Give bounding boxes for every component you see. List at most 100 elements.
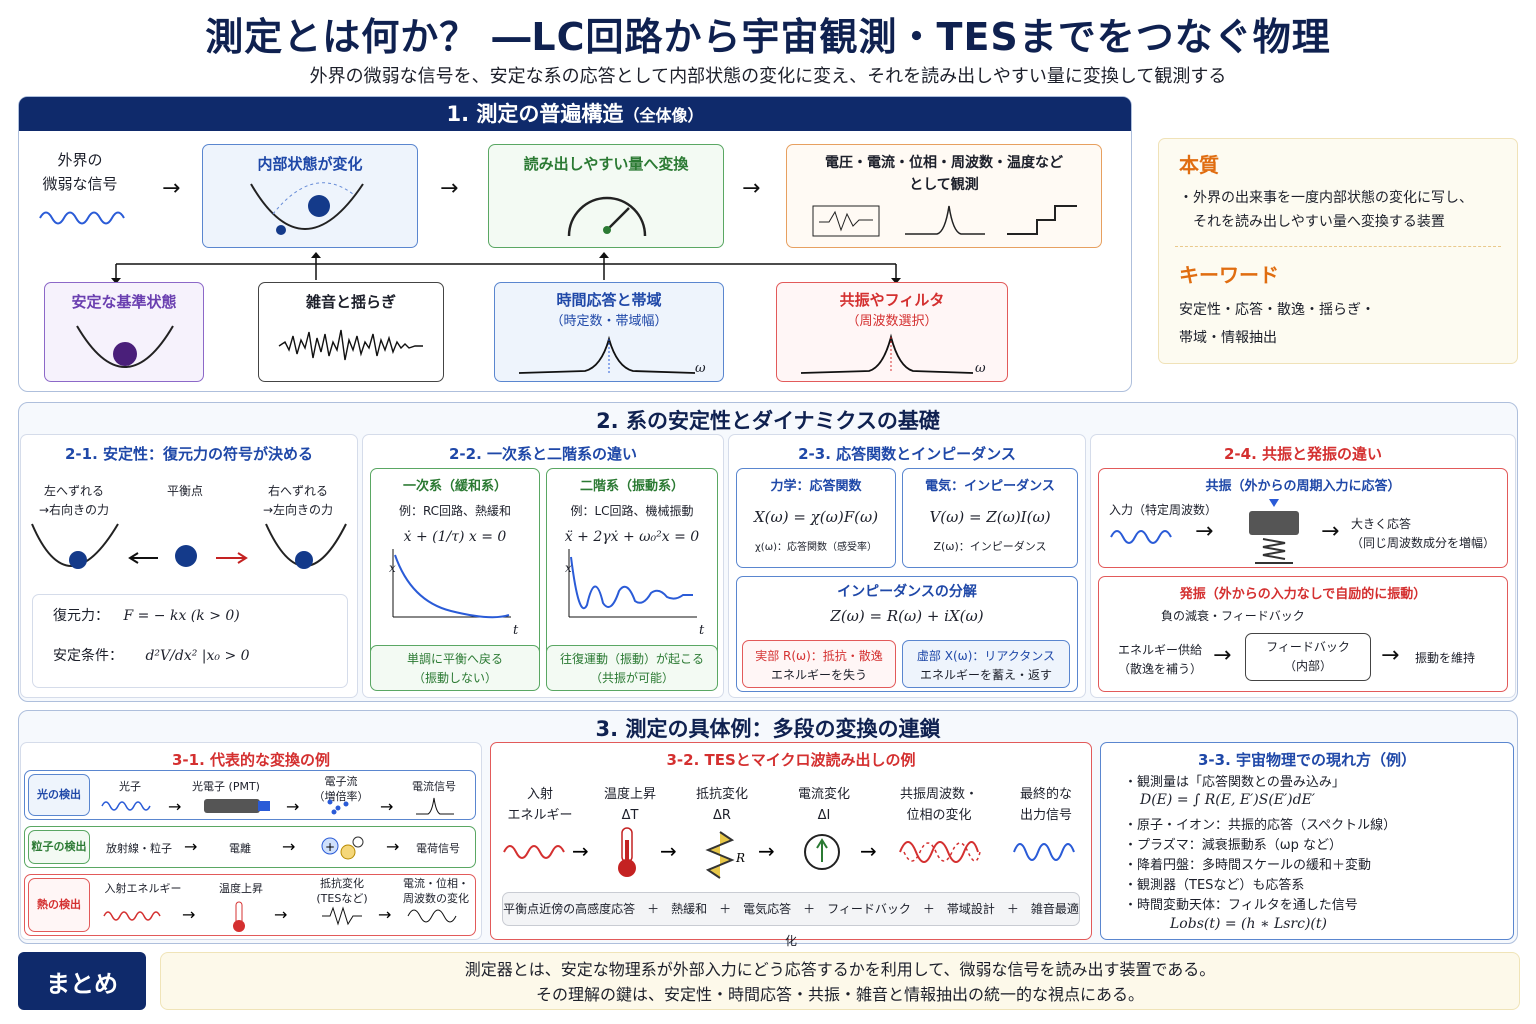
astro-item-5: ・降着円盤：多時間スケールの緩和＋変動: [1124, 858, 1372, 873]
gauge-icon: [567, 196, 647, 237]
heat-step-2: 温度上昇: [219, 882, 263, 895]
resonance-filter-sub: （周波数選択）: [846, 314, 938, 329]
elec-note: Z(ω)：インピーダンス: [933, 540, 1047, 553]
section-1-title: 1. 測定の普遍構造: [446, 102, 624, 126]
time-response-label: 時間応答と帯域: [556, 291, 662, 309]
noise-wave-icon: [278, 329, 423, 361]
first-order-box: 一次系（緩和系） 例：RC回路、熱緩和 ẋ + (1/τ) x = 0 x t …: [370, 468, 540, 691]
section-3-title: 3. 測定の具体例：多段の変換の連鎖: [595, 717, 941, 741]
page-subtitle: 外界の微弱な信号を、安定な系の応答として内部状態の変化に変え、それを読み出しやす…: [309, 66, 1227, 87]
osc-arrow-1: →: [1213, 643, 1232, 668]
stability-diagram: [31, 523, 347, 569]
osc-arrow-2: →: [1381, 643, 1400, 668]
cond-eq: d²V/dx² |x₀ > 0: [145, 648, 250, 664]
heat-label: 熱の検出: [28, 878, 90, 932]
tes-step-3: 抵抗変化 ΔR: [695, 787, 748, 823]
svg-text:→: →: [286, 797, 299, 816]
order-title: 2-2. 一次系と二階系の違い: [448, 445, 638, 463]
omega-label-1: ω: [695, 361, 706, 376]
svg-text:→: →: [572, 839, 589, 863]
section-1-connectors: [111, 252, 901, 284]
input-wave-icon: [39, 211, 125, 225]
keywords-text: 安定性・応答・散逸・揺らぎ・ 帯域・情報抽出: [1179, 302, 1375, 346]
essence-text: ・外界の出来事を一度内部状態の変化に写し、 それを読み出しやすい量へ変換する装置: [1179, 190, 1473, 230]
tes-step-2: 温度上昇 ΔT: [603, 787, 656, 823]
real-title: 実部 R(ω)：抵抗・散逸: [755, 649, 883, 663]
svg-text:→: →: [380, 797, 393, 816]
imag-note: エネルギーを蓄え・返す: [919, 668, 1052, 682]
light-label: 光の検出: [28, 774, 90, 816]
heat-row-icons: →→→: [103, 901, 457, 932]
mech-eq: X(ω) = χ(ω)F(ω): [753, 508, 879, 526]
tes-footer: 平衡点近傍の高感度応答 ＋ 熱緩和 ＋ 電気応答 ＋ フィードバック ＋ 帯域設…: [502, 892, 1080, 948]
input-signal-label: 外界の 微弱な信号: [42, 151, 118, 193]
first-t-label: t: [513, 623, 519, 638]
response-title: 2-3. 応答関数とインピーダンス: [798, 445, 1016, 463]
oscillation-title: 発振（外からの入力なしで自励的に振動）: [1179, 587, 1427, 602]
decomp-eq: Z(ω) = R(ω) + iX(ω): [830, 607, 984, 625]
oscillation-sub: 負の減衰・フィードバック: [1161, 609, 1305, 623]
essence-title: 本質: [1179, 153, 1219, 177]
second-order-note: 往復運動（振動）が起こる （共振が可能）: [559, 652, 704, 685]
res-osc-title: 2-4. 共振と発振の違い: [1223, 445, 1383, 463]
astro-item-6: ・観測器（TESなど）も応答系: [1124, 878, 1305, 893]
svg-text:→: →: [274, 905, 287, 924]
restore-row: 復元力： F = − kx (k > 0): [53, 605, 347, 625]
omega-label-2: ω: [975, 361, 986, 376]
keywords-title: キーワード: [1179, 263, 1279, 287]
elec-eq: V(ω) = Z(ω)I(ω): [929, 508, 1051, 526]
bandwidth-curve-icon: [518, 335, 696, 374]
resonance-title: 共振（外からの周期入力に応答）: [1205, 479, 1401, 494]
oscillation-box: 発振（外からの入力なしで自励的に振動） 負の減衰・フィードバック エネルギー供給…: [1098, 576, 1508, 692]
stable-ball-icon: [76, 325, 174, 368]
decomp-title: インピーダンスの分解: [837, 584, 977, 600]
spring-mass-icon: [1249, 499, 1299, 564]
section-2-title: 2. 系の安定性とダイナミクスの基礎: [596, 409, 940, 433]
second-order-box: 二階系（振動系） 例：LC回路、機械振動 ẍ + 2γẋ + ω₀²x = 0 …: [546, 468, 718, 691]
light-row-icons: → → →: [101, 797, 454, 816]
res-input-wave: [1110, 530, 1172, 544]
essence-panel: 本質 ・外界の出来事を一度内部状態の変化に写し、 それを読み出しやすい量へ変換す…: [1158, 138, 1518, 364]
tes-step-4: 電流変化 ΔI: [797, 787, 850, 823]
resistor-R-label: R: [735, 851, 745, 865]
heat-step-4: 電流・位相・ 周波数の変化: [403, 877, 469, 905]
osc-input-label: エネルギー供給 （散逸を補う）: [1117, 643, 1202, 676]
equilibrium-label: 平衡点: [166, 484, 203, 498]
observe-signals-icon: [812, 205, 1077, 237]
light-step-1: 光子: [119, 780, 141, 793]
stability-title: 2-1. 安定性：復元力の符号が決める: [64, 445, 314, 463]
cond-label: 安定条件：: [53, 648, 123, 664]
arrow-1: →: [162, 176, 181, 201]
first-x-label: x: [389, 561, 396, 575]
resonance-filter-label: 共振やフィルタ: [839, 291, 945, 309]
observe-box: 電圧・電流・位相・周波数・温度など として観測: [786, 144, 1102, 248]
svg-text:→: →: [168, 797, 181, 816]
real-note: エネルギーを失う: [770, 668, 867, 682]
elec-title: 電気：インピーダンス: [925, 479, 1055, 494]
tes-step-1: 入射 エネルギー: [507, 787, 573, 823]
svg-text:→: →: [860, 839, 877, 863]
light-step-4: 電流信号: [412, 780, 456, 793]
left-shift-label: 左へずれる →右向きの力: [38, 484, 110, 517]
astro-item-8: Lobs(t) = (h ∗ Lsrc)(t): [1170, 916, 1327, 932]
arrow-2: →: [440, 176, 459, 201]
particle-row: [24, 826, 476, 868]
section-1-note: （全体像）: [623, 106, 704, 125]
elec-impedance-box: 電気：インピーダンス V(ω) = Z(ω)I(ω) Z(ω)：インピーダンス: [902, 468, 1078, 568]
noise-label: 雑音と揺らぎ: [305, 293, 396, 311]
imag-part-box: 虚部 X(ω)：リアクタンス エネルギーを蓄え・返す: [902, 640, 1070, 688]
restore-eq: F = − kx (k > 0): [123, 608, 240, 624]
heat-step-1: 入射エネルギー: [104, 882, 182, 895]
svg-text:→: →: [378, 905, 391, 924]
first-order-title: 一次系（緩和系）: [402, 479, 507, 494]
astro-item-7: ・時間変動天体：フィルタを通した信号: [1124, 898, 1358, 913]
relaxation-plot: [392, 549, 511, 619]
second-order-note-box: 往復運動（振動）が起こる （共振が可能）: [546, 645, 718, 691]
internal-state-label: 内部状態が変化: [257, 155, 363, 173]
time-response-box: 時間応答と帯域 （時定数・帯域幅） ω: [494, 282, 724, 382]
res-input-label: 入力（特定周波数）: [1109, 503, 1218, 517]
svg-text:→: →: [184, 837, 197, 856]
internal-state-box: 内部状態が変化: [202, 144, 418, 248]
oscillation-plot: [568, 549, 697, 618]
heat-step-3: 抵抗変化 (TESなど): [316, 877, 368, 905]
